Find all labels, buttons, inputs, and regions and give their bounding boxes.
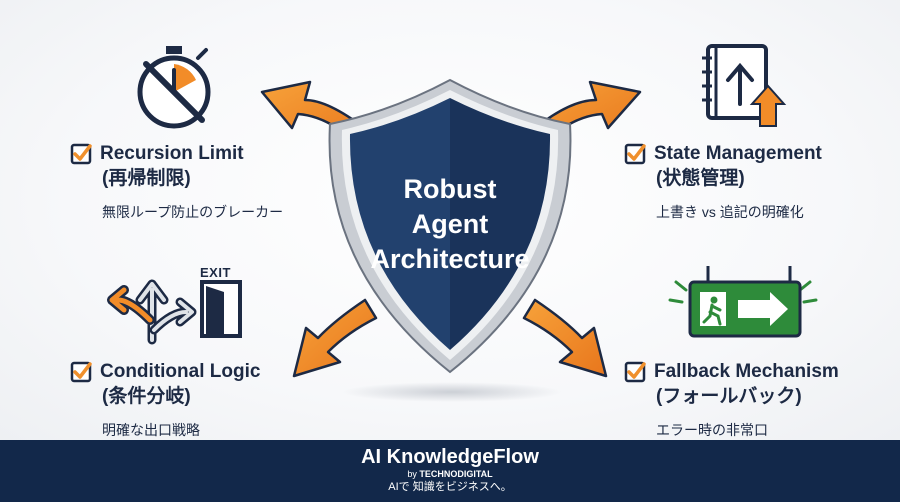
footer-bar: AI KnowledgeFlow by TECHNODIGITAL AIで 知識… <box>0 440 900 502</box>
shield-label-line-2: Agent <box>411 209 489 239</box>
footer-tagline: AIで 知識をビジネスへ。 <box>388 481 512 493</box>
recursion-desc: 無限ループ防止のブレーカー <box>102 204 284 220</box>
fallback-desc: エラー時の非常口 <box>656 422 768 438</box>
conditional-title-jp: (条件分岐) <box>102 386 191 407</box>
shield-label-line-1: Robust <box>403 174 497 204</box>
recursion-title-jp: (再帰制限) <box>102 168 191 189</box>
fallback-title: Fallback Mechanism <box>654 361 839 382</box>
arrow-bottom-right <box>522 298 608 378</box>
state-title: State Management <box>654 143 822 164</box>
checkbox-checked-icon <box>70 361 92 383</box>
state-desc: 上書き vs 追記の明確化 <box>656 204 804 220</box>
checkbox-checked-icon <box>624 361 646 383</box>
exit-text-label: EXIT <box>200 265 231 280</box>
stopwatch-prohibited-icon <box>137 46 211 129</box>
exit-sign-icon <box>668 266 818 338</box>
item-fallback-mechanism: Fallback Mechanism (フォールバック) エラー時の非常口 <box>624 360 839 440</box>
shield-shadow <box>342 382 562 402</box>
conditional-title: Conditional Logic <box>100 361 261 382</box>
branching-exit-icon <box>107 279 242 345</box>
shield <box>328 78 572 374</box>
shield-label: Robust Agent Architecture <box>330 172 570 277</box>
item-conditional-logic: Conditional Logic (条件分岐) 明確な出口戦略 <box>70 360 260 440</box>
shield-label-line-3: Architecture <box>370 244 530 274</box>
item-recursion-limit: Recursion Limit (再帰制限) 無限ループ防止のブレーカー <box>70 142 283 222</box>
footer-company: TECHNODIGITAL <box>419 469 493 479</box>
checkbox-checked-icon <box>624 143 646 165</box>
footer-brand: AI KnowledgeFlow <box>361 446 539 468</box>
item-state-management: State Management (状態管理) 上書き vs 追記の明確化 <box>624 142 822 222</box>
recursion-title: Recursion Limit <box>100 143 244 164</box>
footer-byline: by TECHNODIGITAL <box>0 468 900 480</box>
diagram-graphics <box>107 44 818 402</box>
footer-by-prefix: by <box>407 469 420 479</box>
state-title-jp: (状態管理) <box>656 168 745 189</box>
checkbox-checked-icon <box>70 143 92 165</box>
arrow-bottom-left <box>292 298 378 378</box>
conditional-desc: 明確な出口戦略 <box>102 422 200 438</box>
notebook-update-icon <box>702 44 787 127</box>
fallback-title-jp: (フォールバック) <box>656 386 802 407</box>
